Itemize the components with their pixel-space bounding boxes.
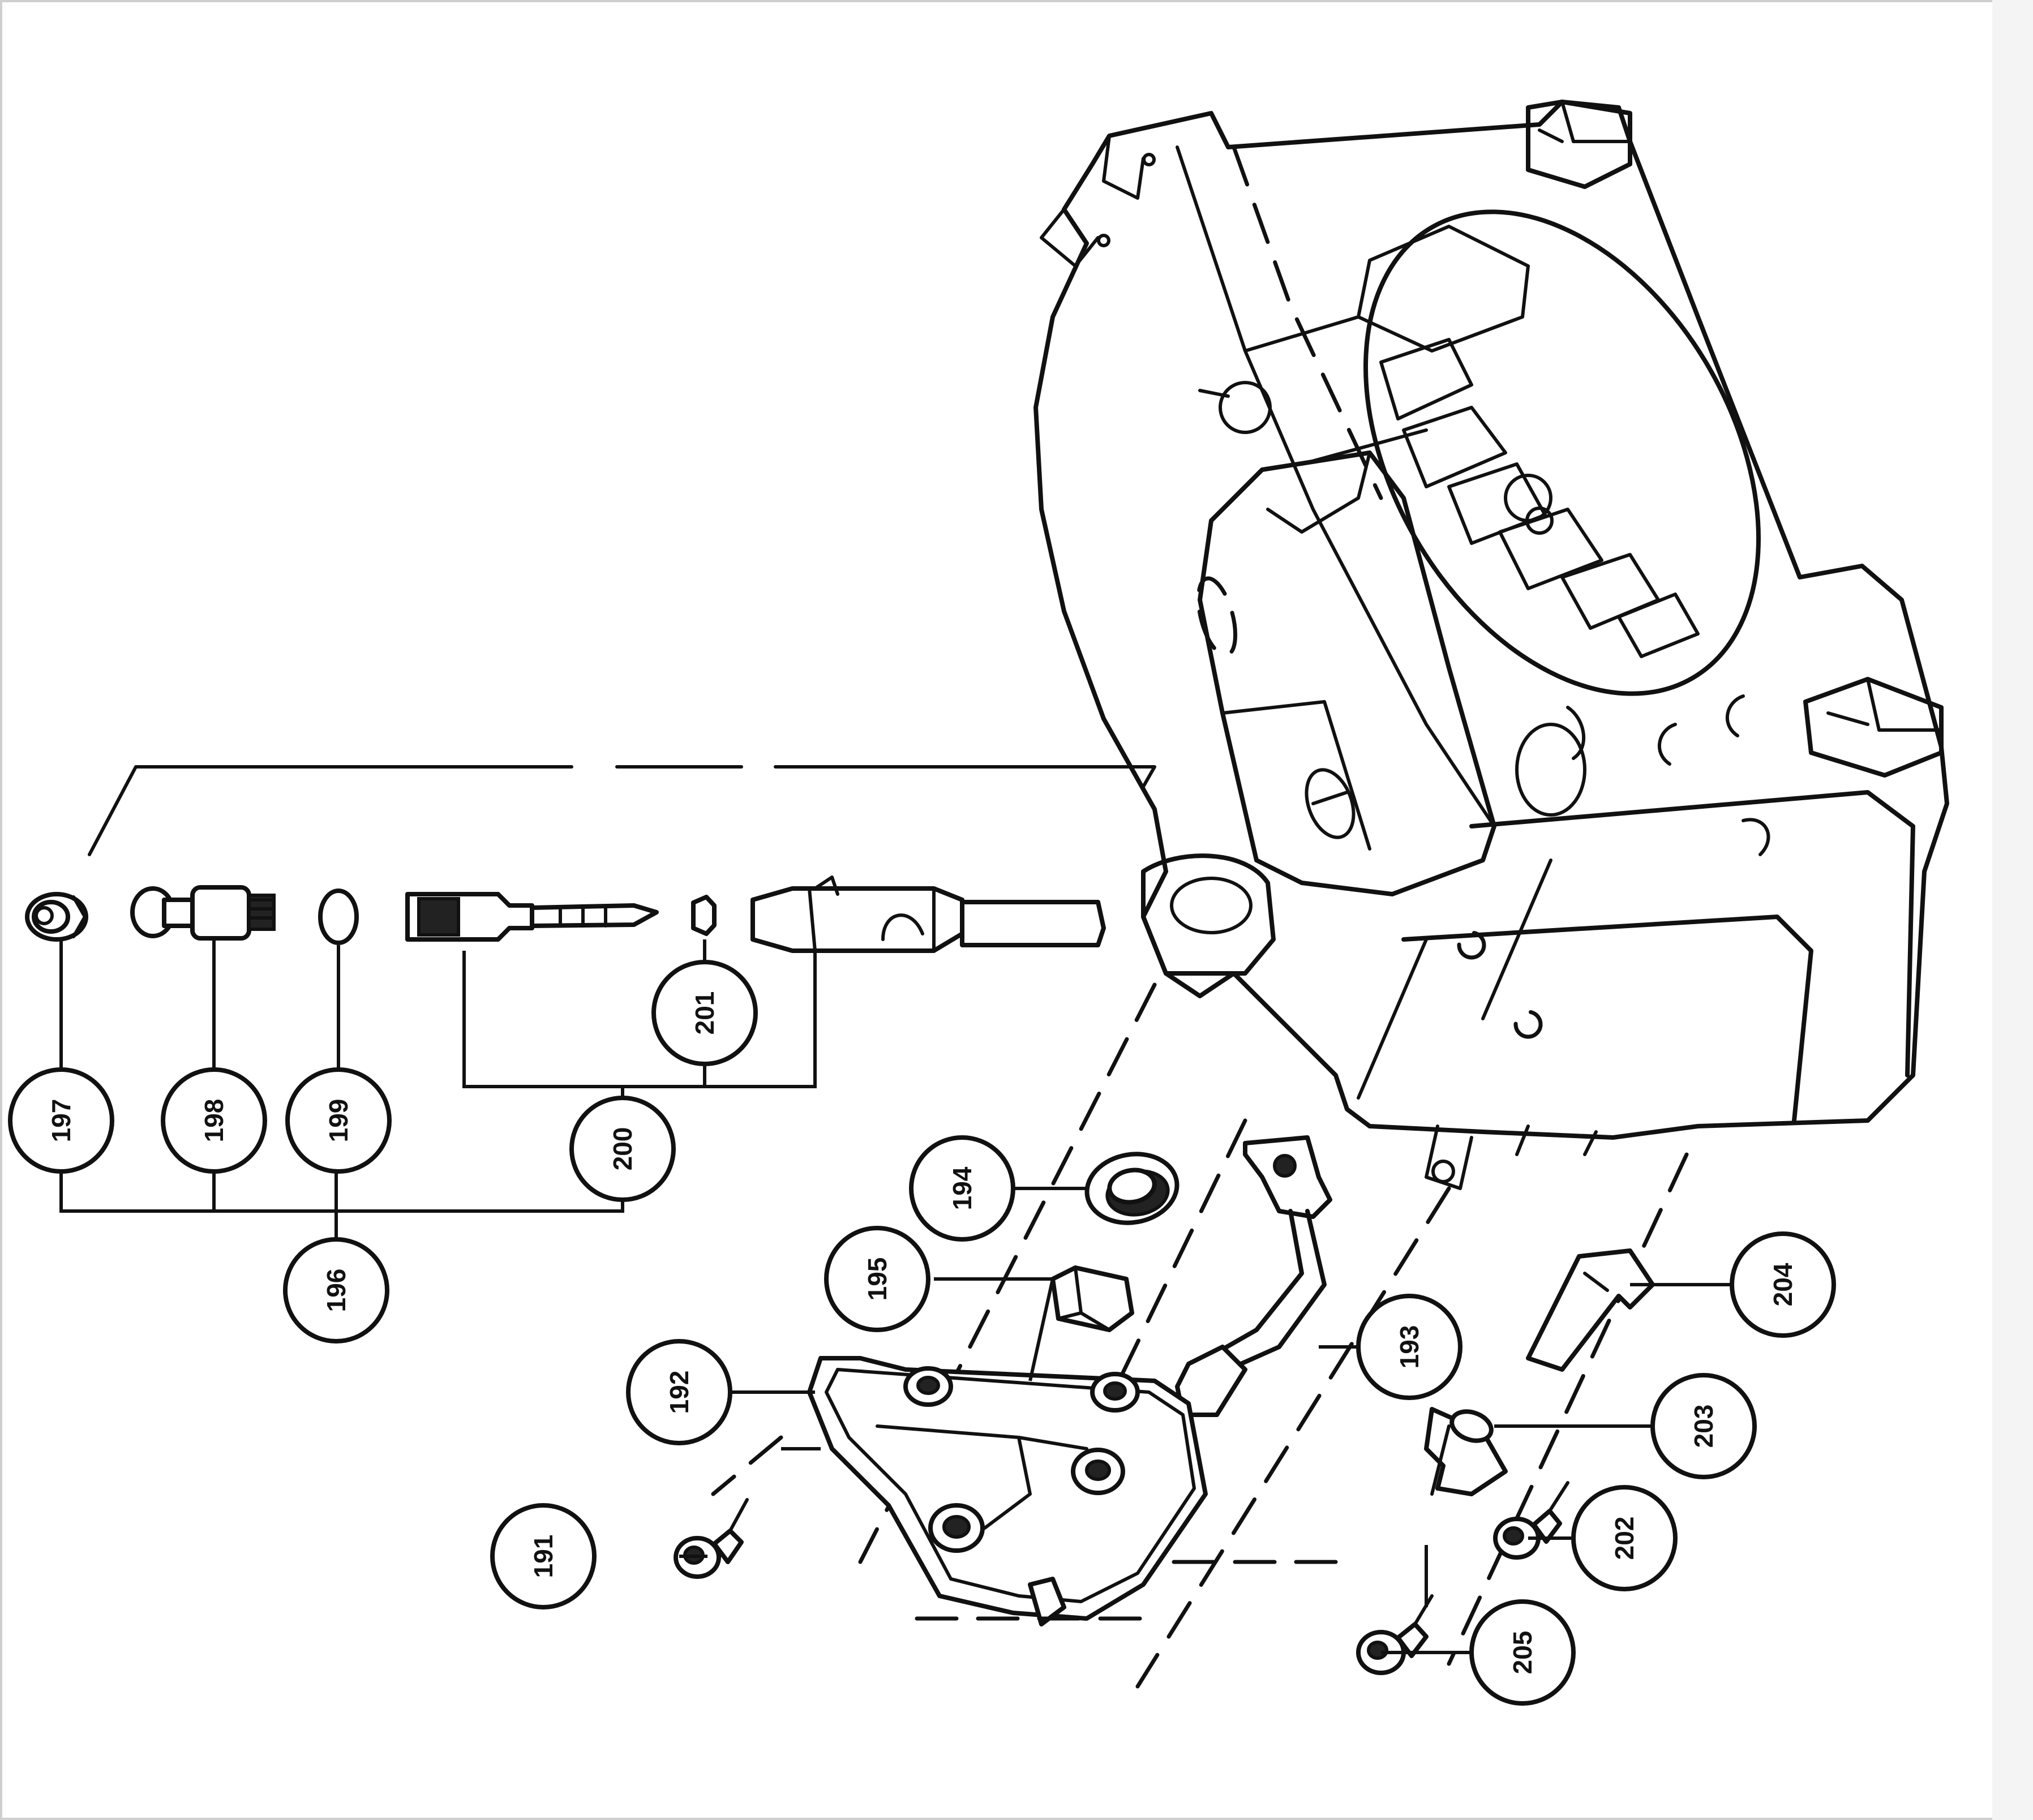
callout-circle	[626, 1339, 732, 1445]
right-margin-band	[1992, 0, 2033, 1820]
callout-197: 197	[8, 1067, 114, 1174]
part-193-lever	[1175, 1135, 1332, 1417]
callout-label: 205	[1508, 1631, 1537, 1675]
callout-circle	[1650, 1373, 1757, 1479]
alignment-lines	[711, 982, 1689, 1689]
part-201-clip	[691, 895, 717, 936]
callout-194: 194	[909, 1135, 1015, 1242]
callout-202: 202	[1571, 1485, 1678, 1591]
callout-circle	[909, 1135, 1015, 1242]
callout-circle	[161, 1067, 267, 1174]
callout-204: 204	[1730, 1231, 1836, 1338]
part-195-block	[1050, 1265, 1134, 1332]
callout-circle	[569, 1096, 676, 1202]
callout-label: 202	[1610, 1517, 1639, 1560]
callout-circle	[1356, 1294, 1462, 1400]
callout-label: 199	[324, 1099, 353, 1143]
part-202-screw	[1493, 1481, 1569, 1560]
leader-lines	[59, 939, 1732, 1654]
callout-label: 192	[664, 1371, 694, 1414]
callout-circle	[1469, 1599, 1576, 1706]
callout-label: 204	[1768, 1263, 1798, 1306]
callout-195: 195	[824, 1226, 930, 1332]
callout-circle	[283, 1237, 389, 1343]
callout-193: 193	[1356, 1294, 1462, 1400]
callout-label: 198	[199, 1099, 229, 1143]
part-200-sleeve	[750, 875, 1106, 953]
part-192-cover	[807, 1356, 1208, 1626]
callout-circle	[8, 1067, 114, 1174]
callout-circle	[824, 1226, 930, 1332]
part-204-plate	[1526, 1248, 1655, 1372]
callout-circle	[1571, 1485, 1678, 1591]
callout-label: 203	[1689, 1405, 1718, 1448]
part-197-nut	[25, 892, 88, 942]
part-199-o-ring	[318, 888, 359, 945]
callout-191: 191	[490, 1503, 597, 1609]
callout-label: 195	[863, 1257, 892, 1301]
assembly-lines	[59, 765, 1156, 1262]
callout-group: 191 192 193 194 195 196 197 198 199 200 201 202 203 2…	[8, 960, 1836, 1706]
callout-203: 203	[1650, 1373, 1757, 1479]
part-203-sleeve	[1424, 1407, 1508, 1496]
part-205-screw	[1356, 1594, 1434, 1675]
callout-label: 191	[529, 1535, 558, 1578]
callout-192: 192	[626, 1339, 732, 1445]
callout-label: 200	[608, 1127, 637, 1171]
callout-label: 197	[46, 1099, 76, 1143]
callout-label: 194	[947, 1166, 977, 1210]
part-200-shaft	[405, 892, 659, 942]
callout-circle	[651, 960, 758, 1066]
callout-circle	[490, 1503, 597, 1609]
callout-label: 193	[1395, 1325, 1424, 1369]
callout-196: 196	[283, 1237, 389, 1343]
part-194-grommet	[1084, 1152, 1180, 1225]
callout-label: 196	[321, 1269, 351, 1312]
callout-label: 201	[690, 991, 719, 1035]
callout-201: 201	[651, 960, 758, 1066]
callout-200: 200	[569, 1096, 676, 1202]
part-198-valve	[130, 885, 276, 941]
callout-circle	[285, 1067, 392, 1174]
engine-housing	[1033, 100, 1949, 1190]
callout-198: 198	[161, 1067, 267, 1174]
callout-205: 205	[1469, 1599, 1576, 1706]
callout-circle	[1730, 1231, 1836, 1338]
callout-199: 199	[285, 1067, 392, 1174]
